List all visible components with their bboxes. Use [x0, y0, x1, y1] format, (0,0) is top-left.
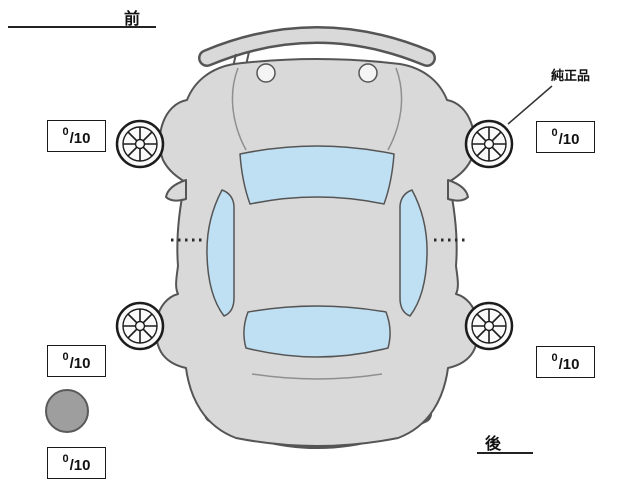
wheel-rear-left: [115, 301, 165, 351]
tire-score-rear-right: 0 /10: [536, 346, 595, 378]
tire-score-value: 0: [62, 453, 69, 465]
rear-window: [243, 305, 391, 358]
side-window-left: [206, 189, 235, 317]
tire-score-front-right: 0 /10: [536, 121, 595, 153]
tire-score-spare: 0 /10: [47, 447, 106, 479]
tire-score-rear-left: 0 /10: [47, 345, 106, 377]
tire-score-value: 0: [62, 351, 69, 363]
tire-score-max: /10: [558, 355, 580, 373]
tire-score-value: 0: [62, 126, 69, 138]
spare-tire-icon: [45, 389, 89, 433]
tire-score-max: /10: [69, 129, 91, 147]
cowl-circle-left: [256, 63, 276, 83]
front-label: 前: [124, 11, 141, 28]
rear-label: 後: [485, 436, 502, 453]
trunk-crease: [251, 373, 383, 380]
genuine-part-pointer-line: [507, 85, 553, 125]
wheel-front-right: [464, 119, 514, 169]
front-underline: [8, 26, 156, 28]
hood-crease-right: [387, 67, 403, 151]
tire-score-value: 0: [551, 352, 558, 364]
rear-underline: [477, 452, 533, 454]
mirror-left: [165, 179, 187, 202]
hood-crease-left: [231, 67, 247, 151]
tire-score-value: 0: [551, 127, 558, 139]
wheel-front-left: [115, 119, 165, 169]
wheel-rear-right: [464, 301, 514, 351]
windshield: [239, 145, 395, 205]
front-bumper: [198, 26, 436, 68]
tire-score-max: /10: [558, 130, 580, 148]
side-window-right: [399, 189, 428, 317]
genuine-part-label: 純正品: [551, 68, 591, 83]
tire-score-front-left: 0 /10: [47, 120, 106, 152]
cowl-circle-right: [358, 63, 378, 83]
tire-score-max: /10: [69, 354, 91, 372]
mirror-right: [447, 179, 469, 202]
car-body: [154, 58, 480, 447]
tire-score-max: /10: [69, 456, 91, 474]
